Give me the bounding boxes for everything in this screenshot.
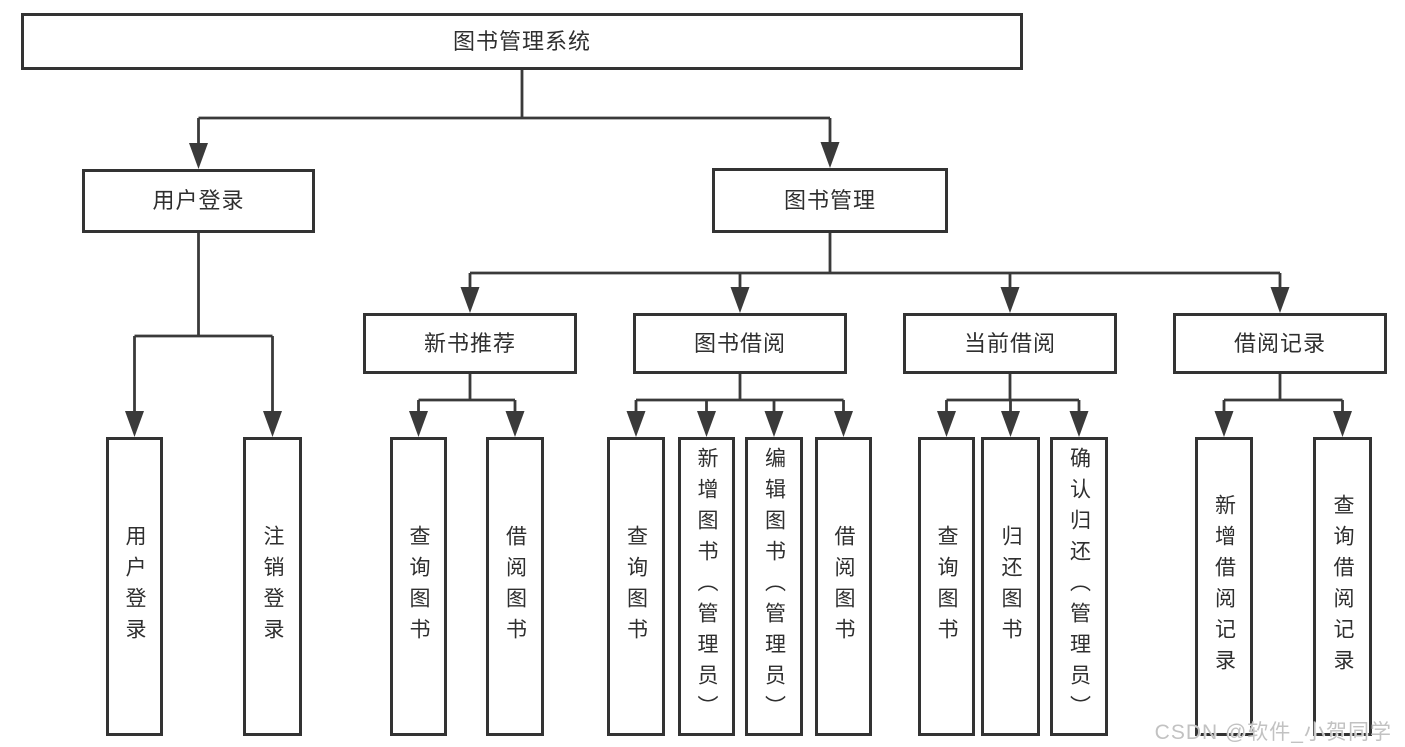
leaf-query-books-borrow: 查询图书 <box>607 437 665 736</box>
node-current-borrow: 当前借阅 <box>903 313 1117 374</box>
leaf-query-borrow-record: 查询借阅记录 <box>1313 437 1372 736</box>
leaf-query-books-current: 查询图书 <box>918 437 975 736</box>
node-book-borrow: 图书借阅 <box>633 313 847 374</box>
leaf-add-book-admin: 新增图书（管理员） <box>678 437 735 736</box>
leaf-edit-book-admin: 编辑图书（管理员） <box>745 437 803 736</box>
node-label: 图书管理系统 <box>452 28 591 54</box>
node-label: 新增图书（管理员） <box>695 447 718 726</box>
node-borrow-records: 借阅记录 <box>1173 313 1387 374</box>
leaf-user-login: 用户登录 <box>106 437 163 736</box>
node-label: 注销登录 <box>261 524 284 649</box>
leaf-logout: 注销登录 <box>243 437 302 736</box>
node-label: 查询图书 <box>624 524 648 649</box>
node-label: 归还图书 <box>999 524 1022 649</box>
node-label: 确认归还（管理员） <box>1067 447 1091 726</box>
node-user-login: 用户登录 <box>82 169 315 233</box>
node-label: 查询借阅记录 <box>1331 493 1354 680</box>
node-label: 查询图书 <box>407 524 430 649</box>
node-label: 编辑图书（管理员） <box>762 447 786 726</box>
leaf-return-book: 归还图书 <box>981 437 1040 736</box>
node-label: 用户登录 <box>123 524 146 649</box>
node-label: 图书借阅 <box>693 330 786 356</box>
node-label: 图书管理 <box>783 187 876 213</box>
node-label: 借阅记录 <box>1233 330 1326 356</box>
node-label: 新增借阅记录 <box>1212 493 1236 680</box>
node-label: 当前借阅 <box>963 330 1056 356</box>
node-label: 查询图书 <box>935 524 958 649</box>
csdn-watermark: CSDN @软件_小贺同学 <box>1154 721 1392 744</box>
node-label: 新书推荐 <box>423 330 516 356</box>
leaf-confirm-return-admin: 确认归还（管理员） <box>1050 437 1108 736</box>
leaf-add-borrow-record: 新增借阅记录 <box>1195 437 1253 736</box>
node-root: 图书管理系统 <box>21 13 1023 70</box>
node-book-management: 图书管理 <box>712 168 948 233</box>
leaf-borrow-book: 借阅图书 <box>815 437 872 736</box>
leaf-borrow-book-recommend: 借阅图书 <box>486 437 544 736</box>
node-label: 借阅图书 <box>832 524 855 649</box>
node-label: 用户登录 <box>152 188 245 213</box>
node-new-book-recommend: 新书推荐 <box>363 313 577 374</box>
leaf-query-books-recommend: 查询图书 <box>390 437 447 736</box>
node-label: 借阅图书 <box>503 524 527 649</box>
